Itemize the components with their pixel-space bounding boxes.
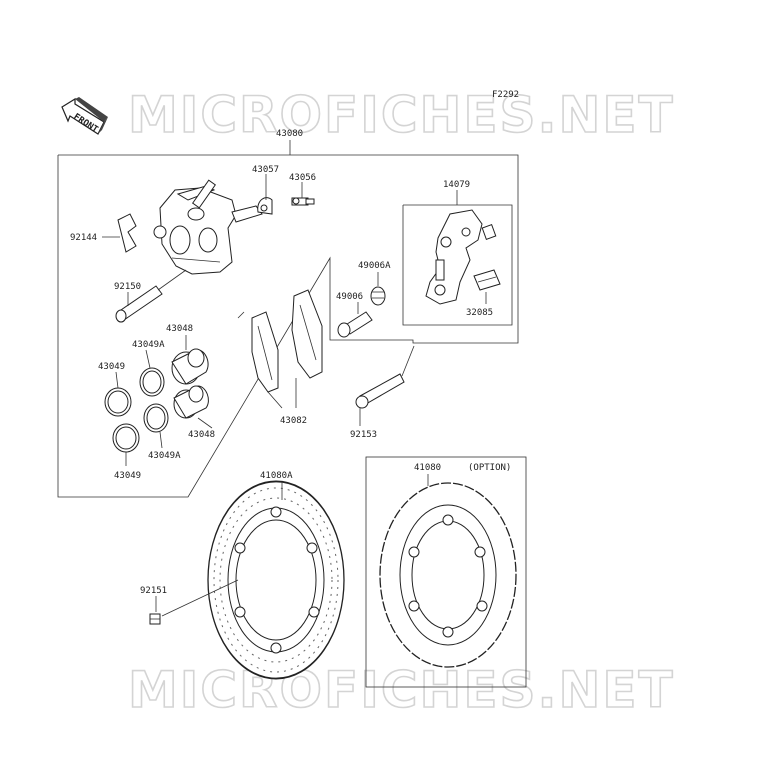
option-label: (OPTION) <box>468 463 511 473</box>
disc-screw-92151 <box>149 613 161 625</box>
label-43080: 43080 <box>276 129 303 139</box>
piston-43048-bottom <box>173 385 209 419</box>
label-92153: 92153 <box>350 430 377 440</box>
label-43056: 43056 <box>289 173 316 183</box>
assembly-border <box>57 154 519 498</box>
option-border <box>365 456 527 688</box>
label-41080a: 41080A <box>260 471 293 481</box>
pin-92150 <box>115 285 163 323</box>
label-43048-bottom: 43048 <box>188 430 215 440</box>
caliper-body <box>153 179 263 275</box>
label-92150: 92150 <box>114 282 141 292</box>
watermark-top: MICROFICHES.NET <box>128 86 675 144</box>
label-92144: 92144 <box>70 233 97 243</box>
brake-pads-43082 <box>251 289 323 393</box>
brake-disc-41080-option <box>379 482 517 668</box>
brake-disc-41080a <box>207 480 345 680</box>
bracket-border <box>402 204 513 326</box>
seal-43049a-top <box>139 367 165 397</box>
seal-43049a-bottom <box>143 403 169 433</box>
slide-pin-49006 <box>337 311 373 338</box>
bleeder-valve-43056 <box>291 197 315 206</box>
label-43048-top: 43048 <box>166 324 193 334</box>
watermark-bottom: MICROFICHES.NET <box>128 661 675 719</box>
label-92151: 92151 <box>140 586 167 596</box>
pad-spring-92144 <box>117 213 137 253</box>
caliper-bolt-92153 <box>355 373 405 409</box>
pad-clip-32085 <box>473 269 501 291</box>
label-41080: 41080 <box>414 463 441 473</box>
clip-43057 <box>257 197 273 215</box>
piston-43048-top <box>171 348 209 385</box>
label-49006: 49006 <box>336 292 363 302</box>
caliper-bracket-14079 <box>425 209 497 305</box>
label-43049a-top: 43049A <box>132 340 165 350</box>
seal-43049-top <box>104 387 132 417</box>
label-43049-top: 43049 <box>98 362 125 372</box>
label-14079: 14079 <box>443 180 470 190</box>
label-43057: 43057 <box>252 165 279 175</box>
label-43082: 43082 <box>280 416 307 426</box>
label-49006a: 49006A <box>358 261 391 271</box>
figure-code: F2292 <box>492 90 519 100</box>
label-32085: 32085 <box>466 308 493 318</box>
label-43049-bottom: 43049 <box>114 471 141 481</box>
label-43049a-bottom: 43049A <box>148 451 181 461</box>
seal-43049-bottom <box>112 423 140 453</box>
front-arrow-icon <box>61 97 108 135</box>
boot-49006a <box>370 286 386 306</box>
